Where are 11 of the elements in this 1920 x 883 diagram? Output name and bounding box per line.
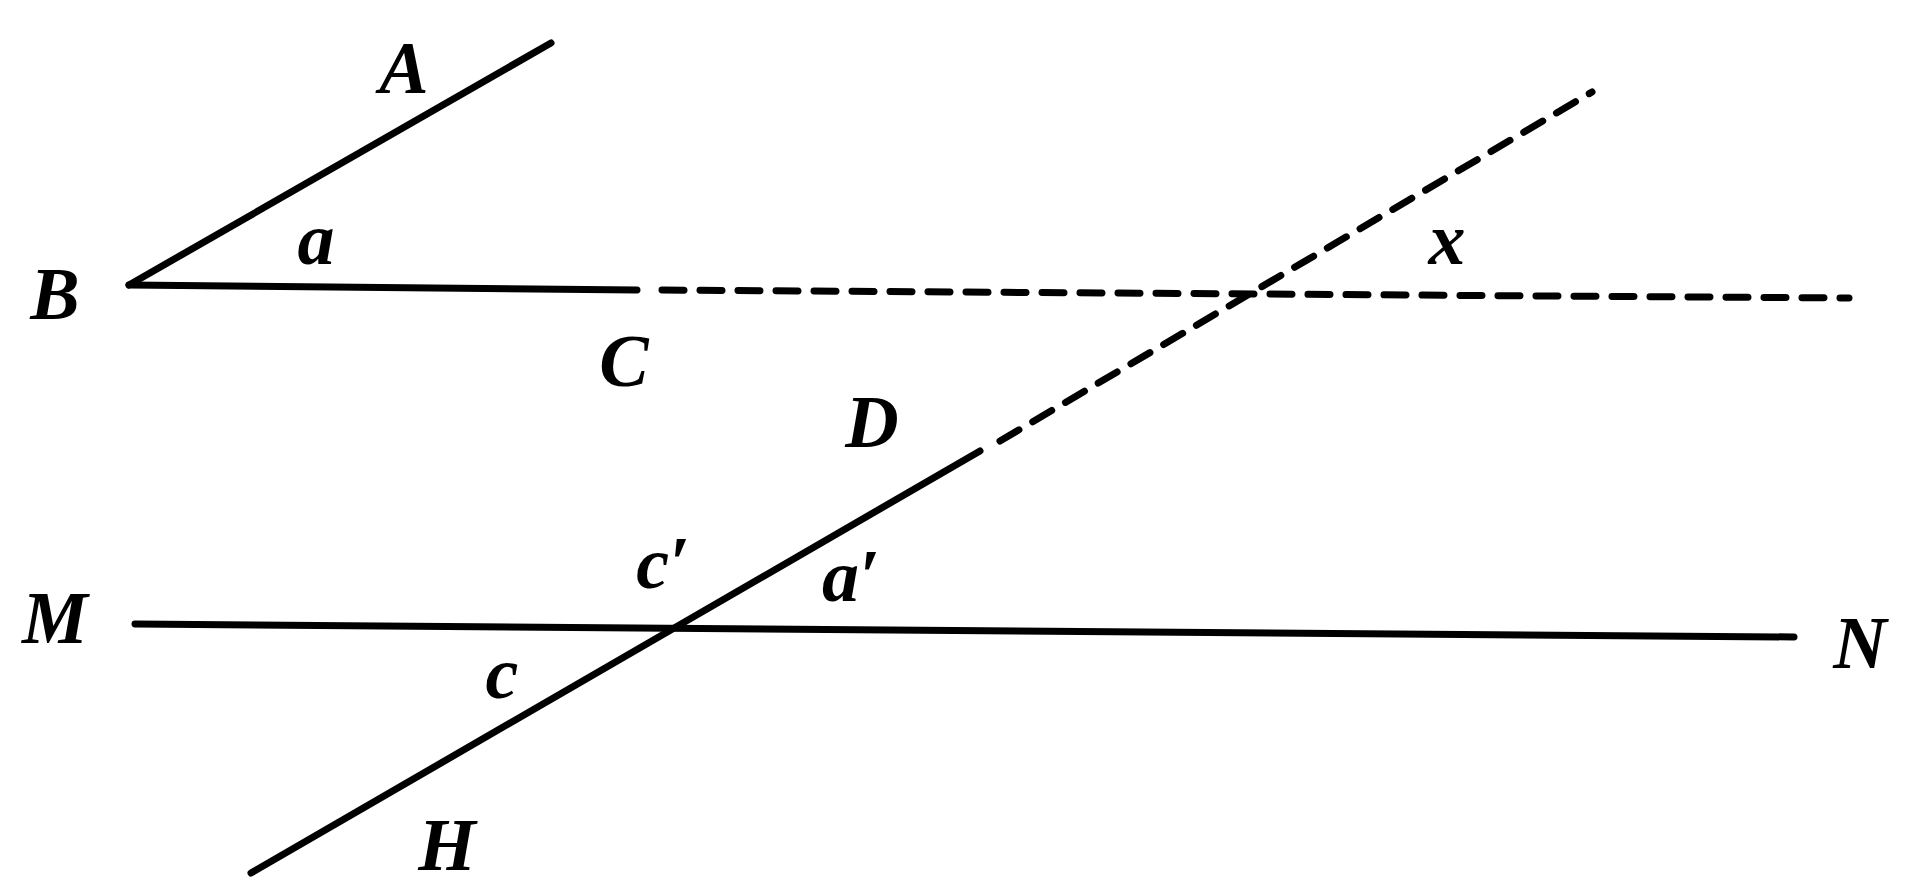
point-label: H [418,808,476,882]
point-label: D [845,385,899,459]
point-label: c [485,636,519,710]
point-label: M [22,581,88,655]
point-label: a′ [822,539,880,613]
point-label: a [297,202,335,276]
point-label: C [599,324,649,398]
point-label: x [1428,202,1466,276]
point-label: N [1833,606,1887,680]
point-label: c′ [636,526,690,600]
point-label: B [30,257,80,331]
